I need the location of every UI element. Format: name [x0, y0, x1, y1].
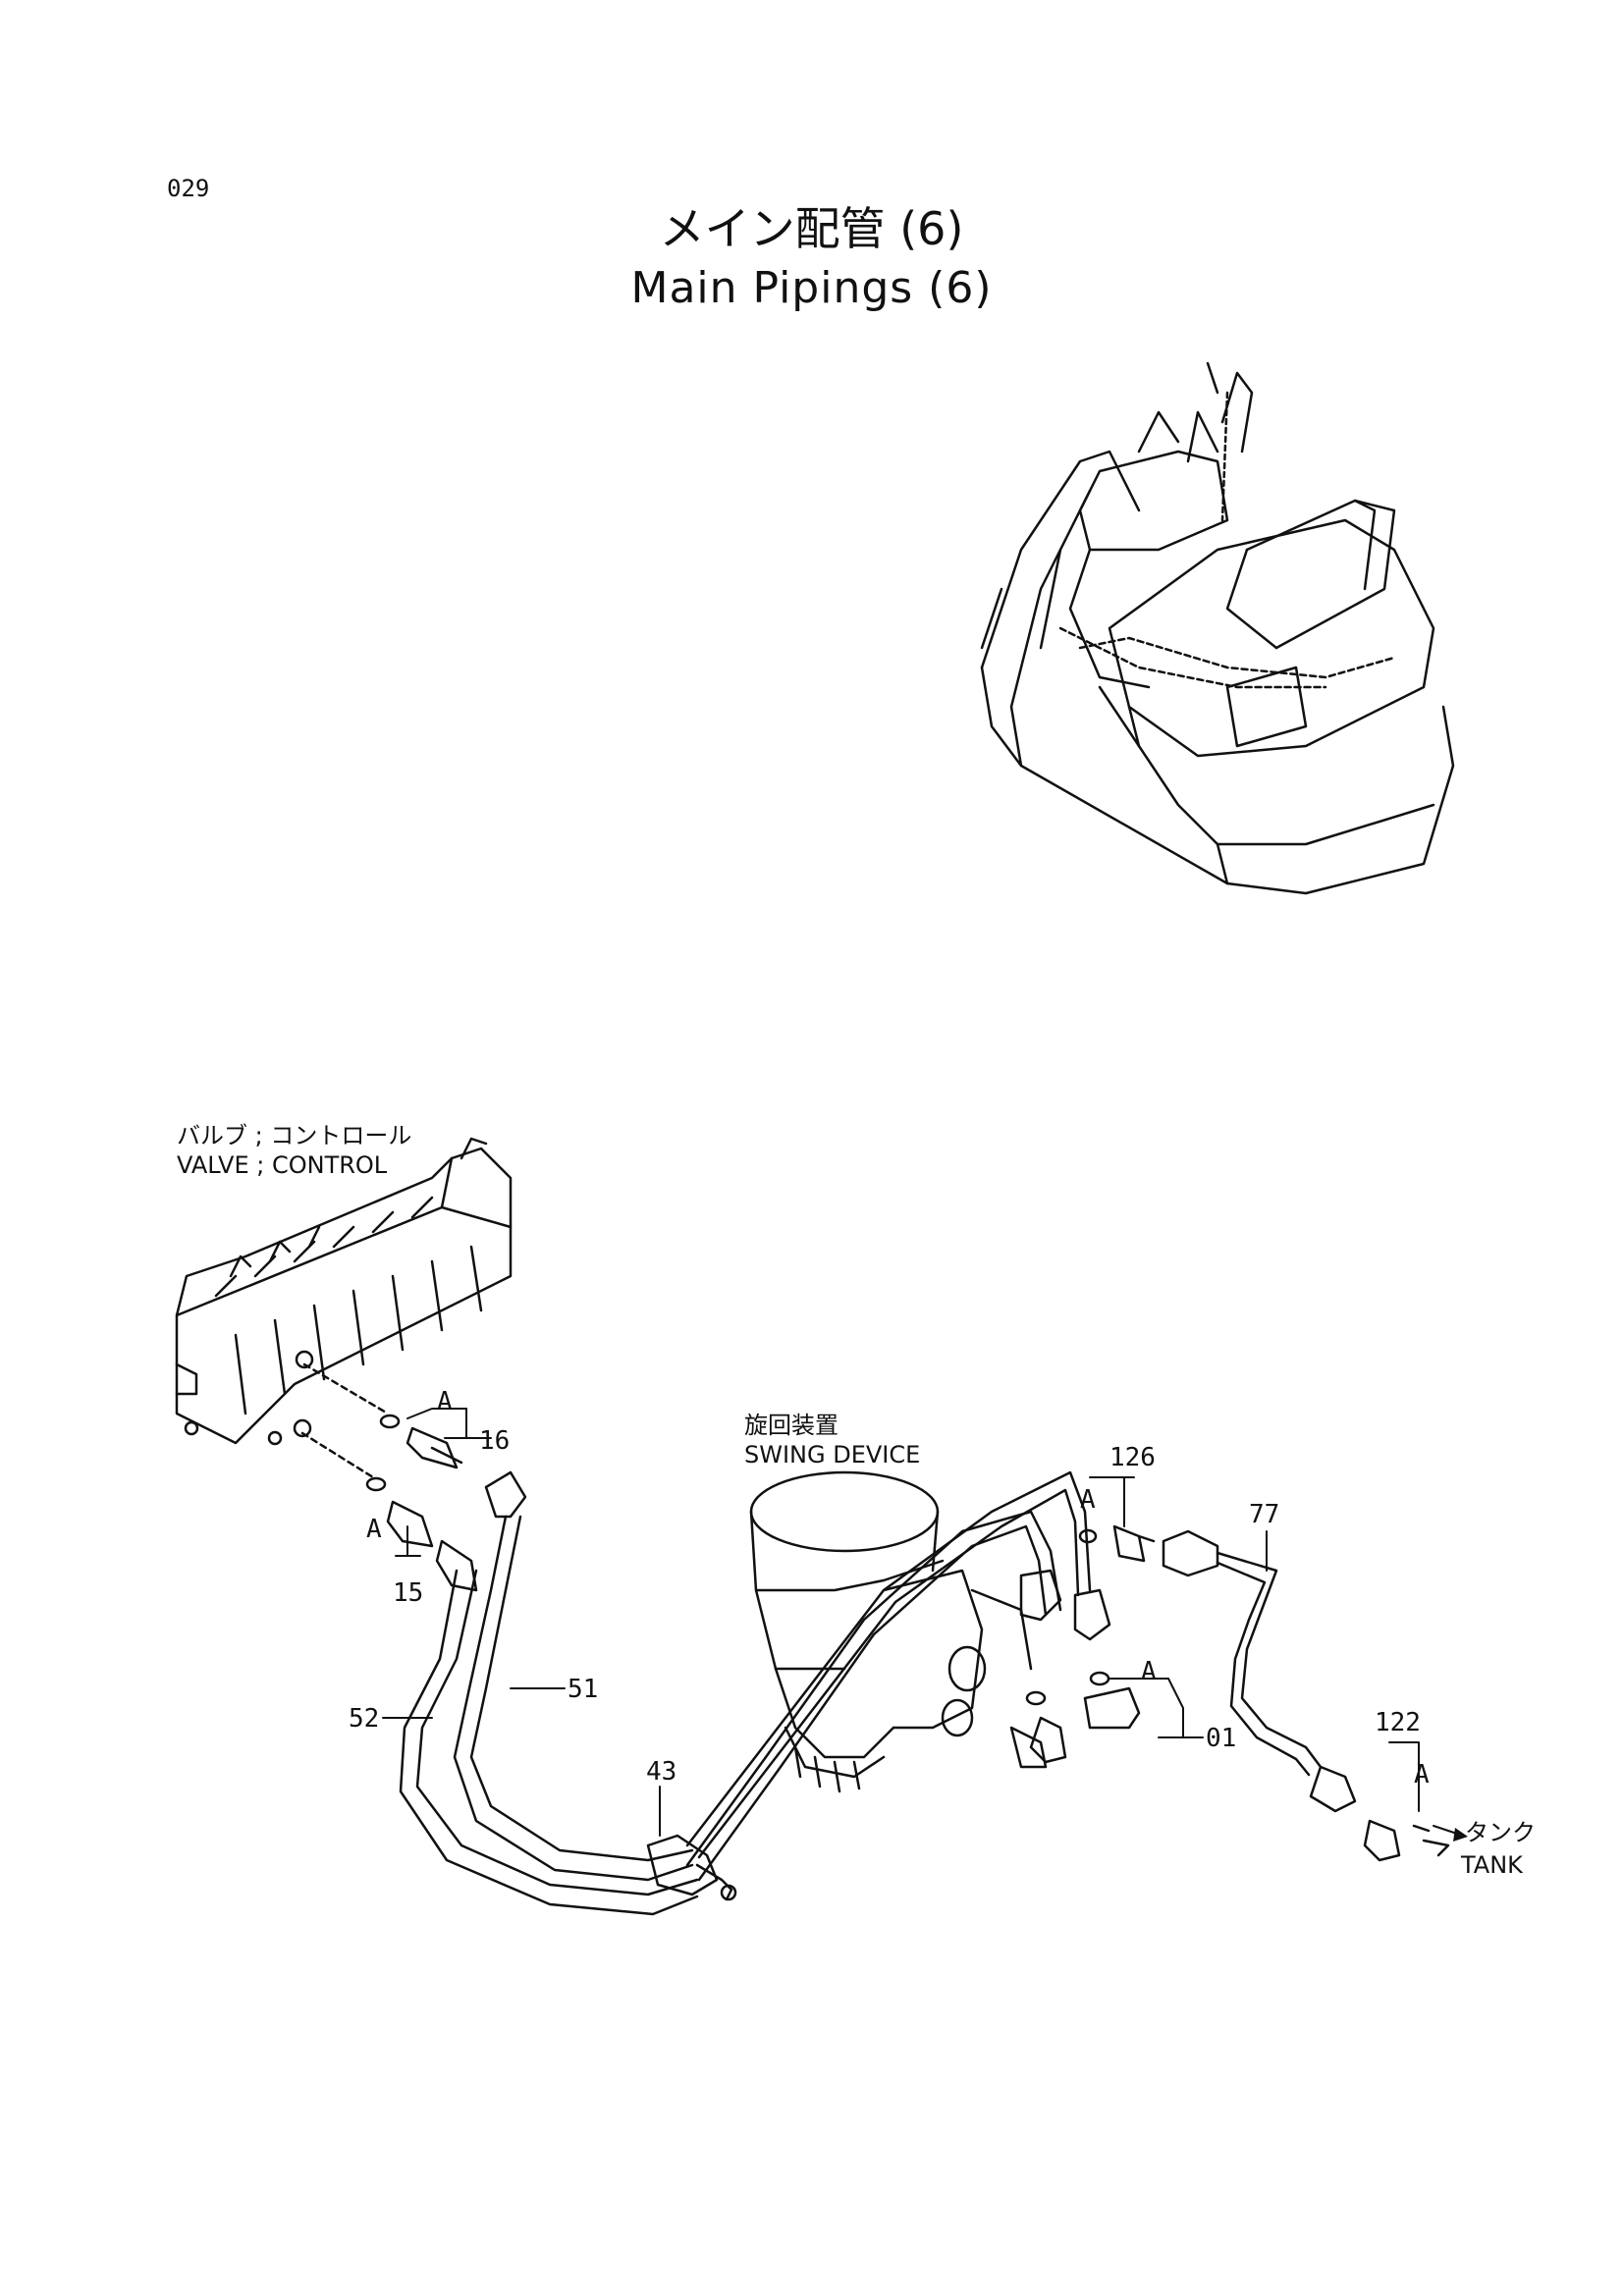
valve-fittings — [300, 1362, 527, 1592]
tank-label-ja: タンク — [1465, 1819, 1536, 1846]
callout-15: 15 — [393, 1578, 424, 1608]
hoses-to-swing-device — [685, 1470, 1092, 1882]
callout-16: 16 — [479, 1426, 511, 1456]
leader-lines — [382, 1408, 1464, 1837]
valve-label-en: VALVE ; CONTROL — [177, 1151, 388, 1179]
hoses-51-52 — [399, 1515, 699, 1916]
ref-a-01: A — [1141, 1657, 1157, 1686]
callout-43: 43 — [646, 1757, 677, 1787]
callout-126: 126 — [1109, 1443, 1156, 1472]
swing-label-ja: 旋回装置 — [744, 1412, 839, 1439]
tank-arrow-icon — [1453, 1828, 1468, 1842]
swing-label-en: SWING DEVICE — [744, 1441, 921, 1468]
page-number: 029 — [167, 175, 210, 202]
title-japanese: メイン配管 (6) — [659, 202, 964, 255]
ref-a-15: A — [366, 1515, 382, 1544]
ref-a-16: A — [437, 1387, 453, 1416]
ref-a-126: A — [1080, 1485, 1096, 1515]
callout-122: 122 — [1375, 1708, 1421, 1737]
tank-label-en: TANK — [1461, 1851, 1523, 1879]
swing-device-drawing — [749, 1470, 1033, 1793]
ref-a-122: A — [1414, 1760, 1430, 1789]
clamp-43 — [646, 1834, 737, 1901]
callout-51: 51 — [568, 1675, 599, 1704]
swing-fittings-01 — [1009, 1569, 1141, 1769]
excavator-overview-illustration — [980, 361, 1455, 895]
hose-77-assembly — [1078, 1524, 1450, 1862]
callout-01: 01 — [1206, 1724, 1237, 1753]
title-english: Main Pipings (6) — [630, 263, 993, 313]
control-valve-drawing — [175, 1137, 513, 1446]
callout-77: 77 — [1249, 1500, 1280, 1529]
callout-52: 52 — [349, 1704, 380, 1734]
valve-label-ja: バルブ ; コントロール — [177, 1122, 412, 1149]
